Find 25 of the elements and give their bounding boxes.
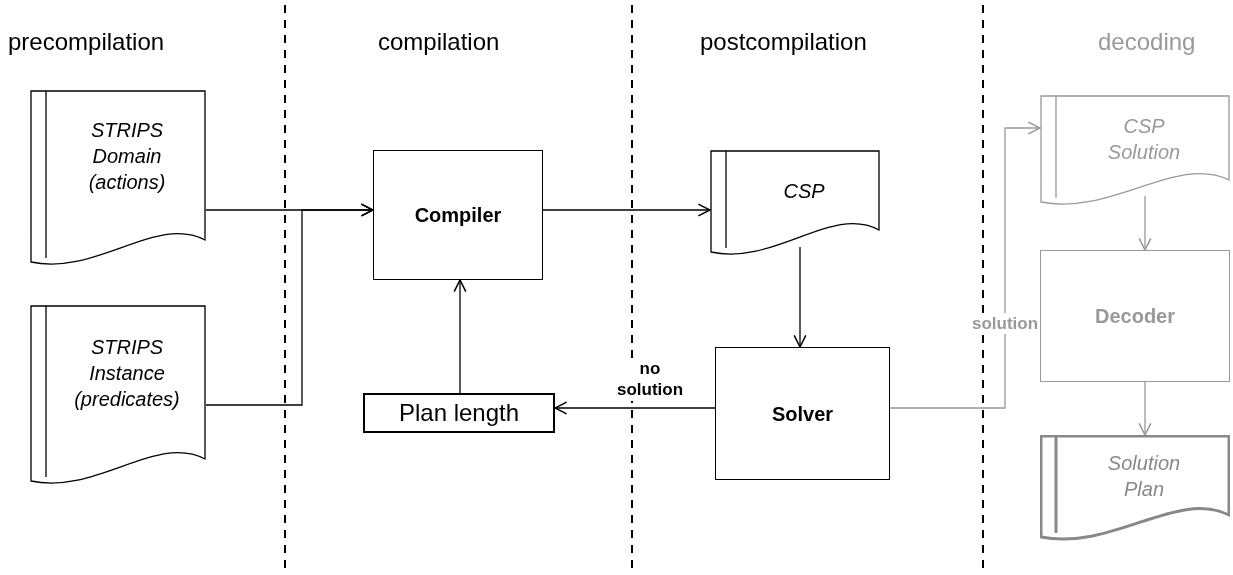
node-label: STRIPS Domain (actions) bbox=[87, 118, 167, 195]
arrow bbox=[1138, 381, 1152, 436]
process-box bbox=[1040, 250, 1230, 382]
phase-heading: postcompilation bbox=[700, 28, 867, 56]
arrow bbox=[542, 203, 711, 217]
phase-heading: compilation bbox=[378, 28, 500, 56]
arrow bbox=[554, 401, 716, 415]
arrow bbox=[793, 246, 807, 348]
node-label: Decoder bbox=[1095, 304, 1175, 329]
arrow bbox=[205, 203, 374, 406]
node-label: CSP Solution bbox=[1106, 113, 1182, 165]
process-box bbox=[715, 347, 890, 480]
node-label: Plan length bbox=[398, 398, 520, 429]
node-label: CSP bbox=[783, 179, 825, 204]
arrow bbox=[1138, 195, 1152, 251]
arrow bbox=[889, 121, 1041, 409]
process-box bbox=[373, 150, 543, 280]
arrow bbox=[453, 279, 467, 394]
phase-heading: decoding bbox=[1098, 28, 1196, 56]
phase-heading: precompilation bbox=[8, 28, 165, 56]
node-label: Solution Plan bbox=[1106, 451, 1182, 502]
node-label: STRIPS Instance (predicates) bbox=[73, 335, 181, 412]
process-box bbox=[363, 393, 555, 433]
node-label: Compiler bbox=[414, 203, 502, 228]
node-label: Solver bbox=[771, 401, 834, 427]
